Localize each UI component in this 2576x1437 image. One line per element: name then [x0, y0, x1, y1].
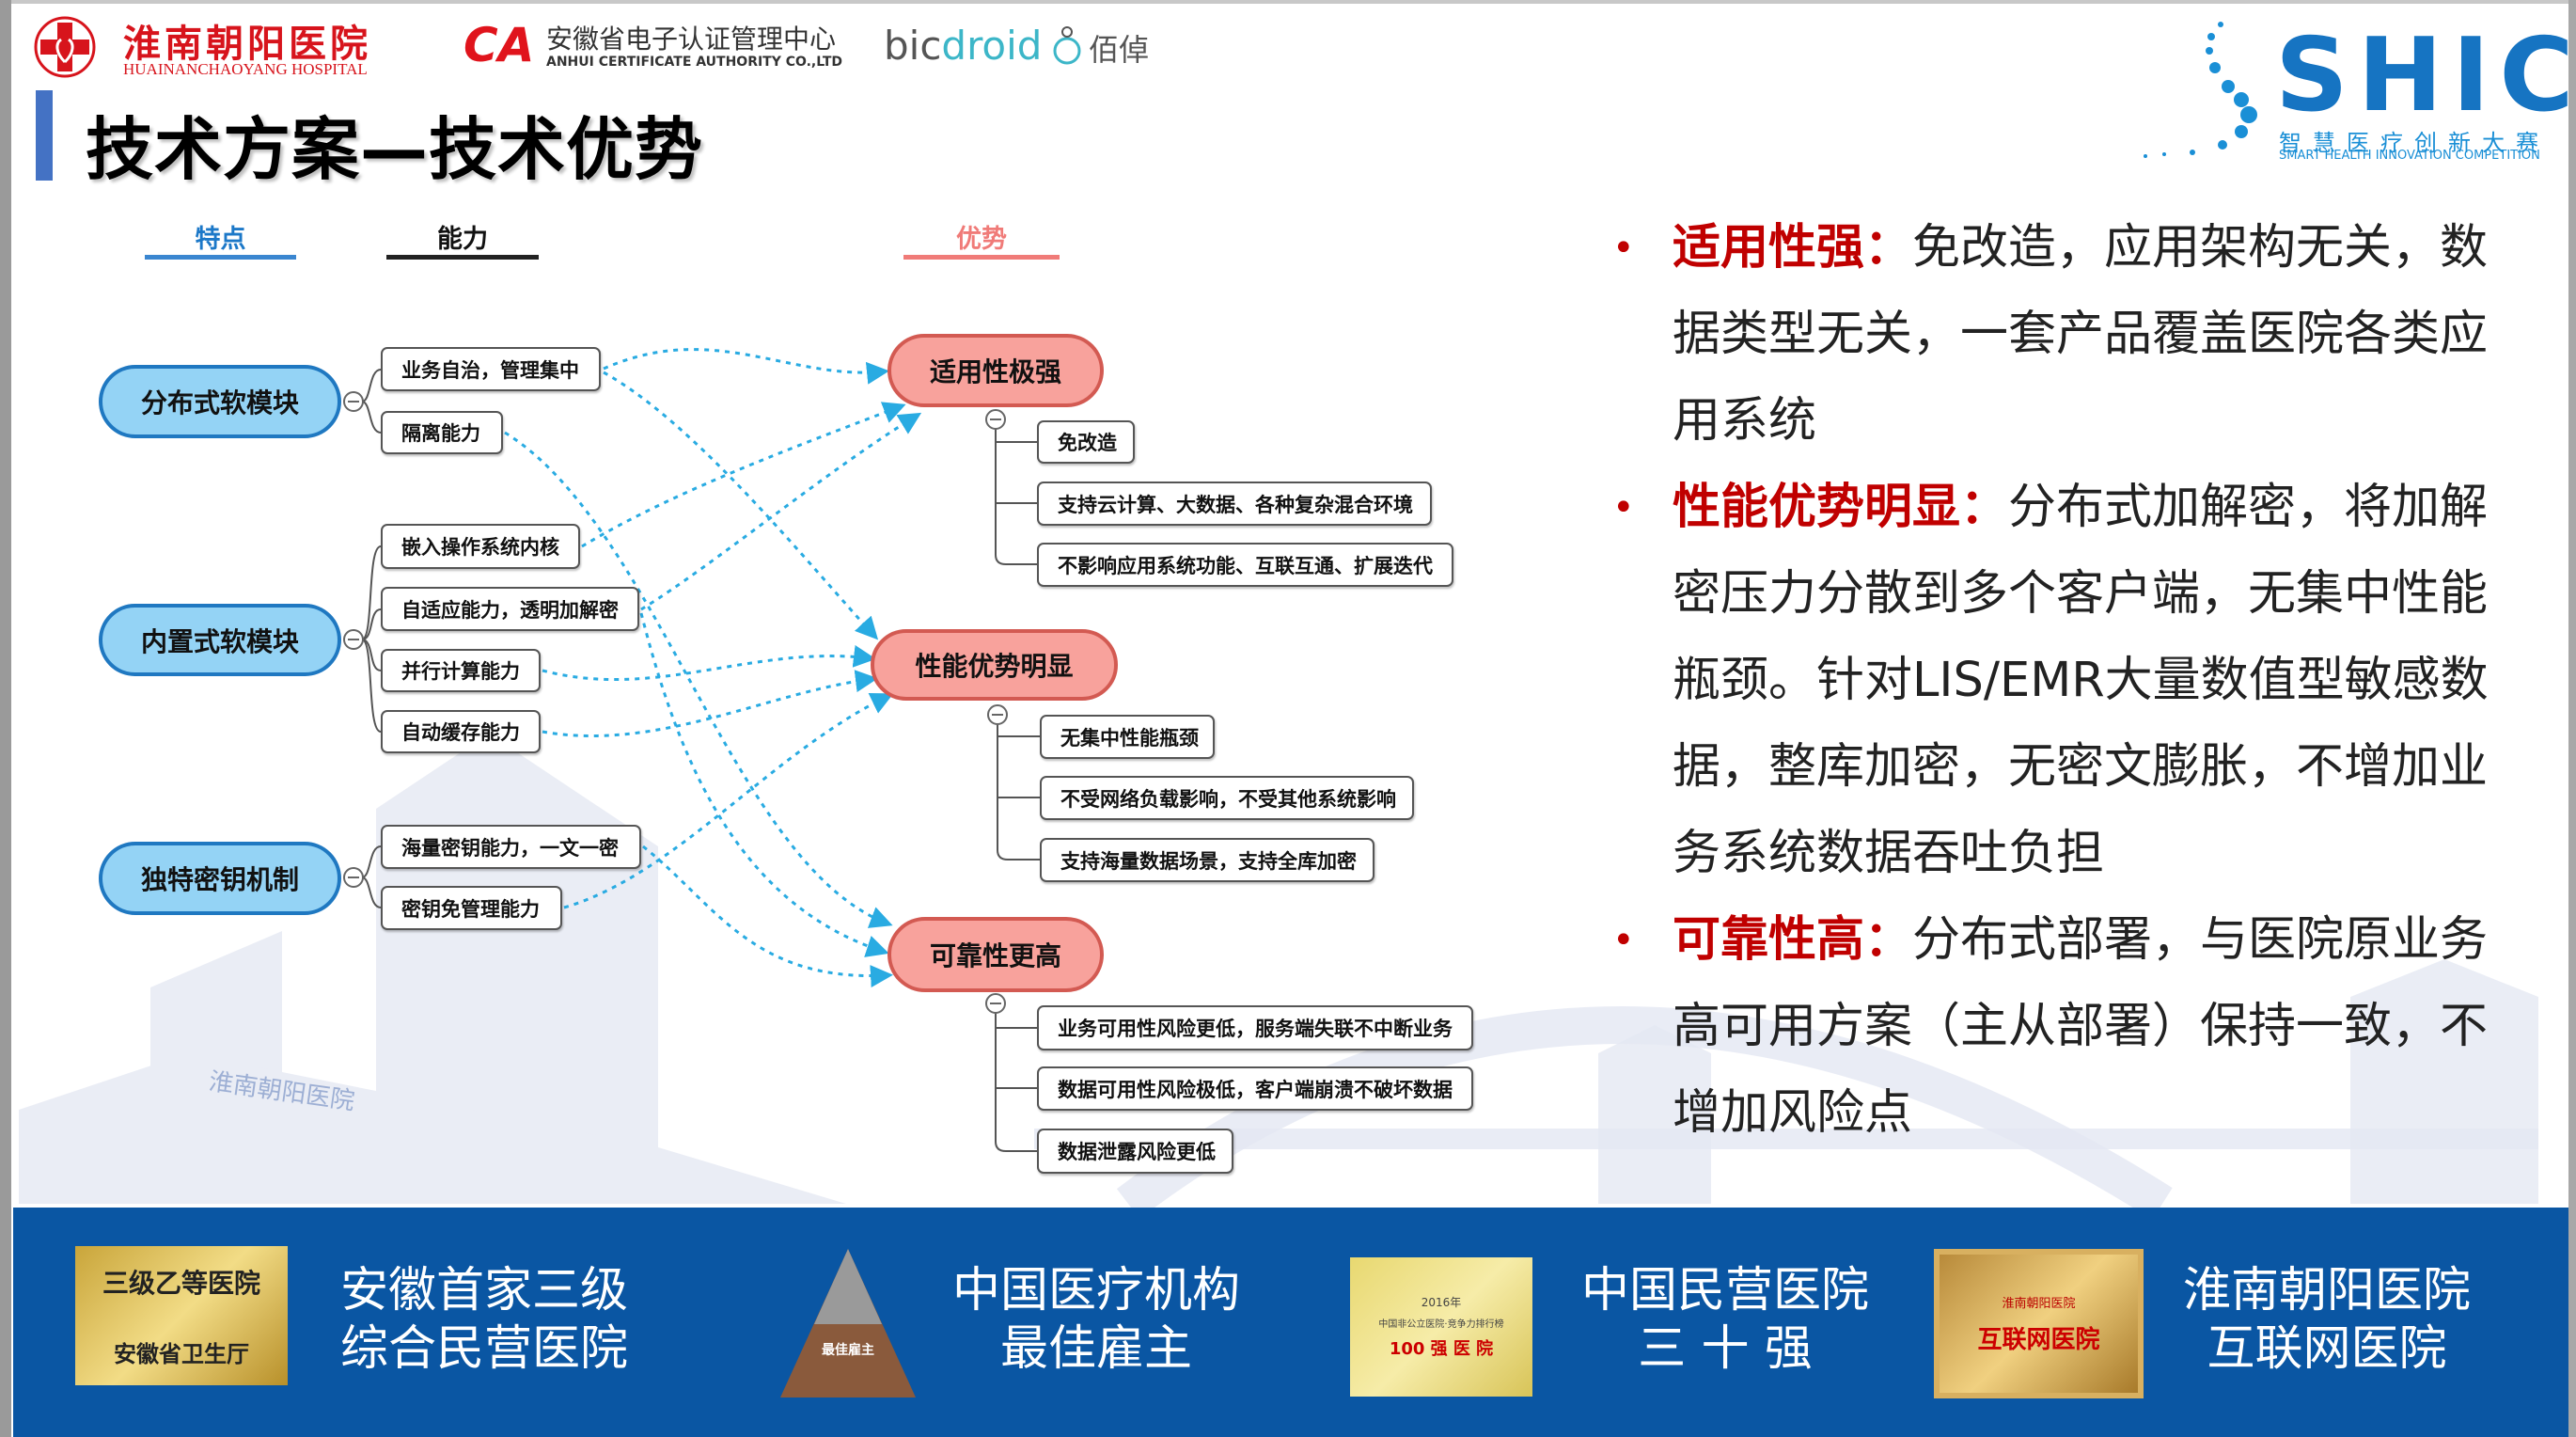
bicdroid-bic: bic — [884, 23, 942, 69]
frame-left — [0, 0, 11, 1437]
award-caption: 淮南朝阳医院互联网医院 — [2158, 1262, 2496, 1379]
ca-logo-cn: 安徽省电子认证管理中心 — [546, 24, 837, 55]
bullet-item: • 性能优势明显：分布式加解密，将加解密压力分散到多个客户端，无集中性能瓶颈。针对… — [1612, 465, 2515, 897]
award-caption: 安徽首家三级综合民营医院 — [315, 1262, 653, 1379]
column-underline-features — [145, 255, 296, 260]
bicdroid-droid: droid — [941, 23, 1043, 69]
hospital-logo-en: HUAINANCHAOYANG HOSPITAL — [123, 60, 368, 78]
dots-helix-icon — [2144, 22, 2257, 158]
bicdroid-logo: bicdroid 佰倬 — [884, 17, 1156, 73]
column-header-capabilities: 能力 — [437, 225, 488, 254]
award-badge-grade: 三级乙等医院 安徽省卫生厅 — [75, 1246, 288, 1385]
frame-right — [2568, 0, 2576, 1437]
shic-logo-en: SMART HEALTH INNOVATION COMPETITION — [2279, 149, 2540, 163]
shic-logo-cn: 智慧医疗创新大赛 — [2279, 130, 2550, 156]
feature-node-key-mechanism[interactable]: 独特密钥机制 — [99, 842, 341, 915]
badge-text: 2016年 — [1421, 1296, 1462, 1309]
advantage-detail[interactable]: 无集中性能瓶颈 — [1040, 715, 1215, 759]
shic-logo-mark: SHIC — [2275, 17, 2576, 134]
advantage-detail[interactable]: 支持云计算、大数据、各种复杂混合环境 — [1037, 482, 1432, 526]
bullet-dot-icon: • — [1612, 227, 1635, 270]
award-line: 综合民营医院 — [339, 1321, 628, 1377]
bullet-text: 免改造，应用架构无关，数据类型无关，一套产品覆盖医院各类应用系统 — [1673, 220, 2489, 449]
capability-node[interactable]: 并行计算能力 — [381, 649, 541, 692]
advantage-node-applicability[interactable]: 适用性极强 — [887, 334, 1104, 407]
advantage-detail[interactable]: 支持海量数据场景，支持全库加密 — [1040, 838, 1374, 882]
award-line: 中国医疗机构 — [951, 1263, 1240, 1319]
badge-text: 淮南朝阳医院 — [2002, 1296, 2076, 1311]
capability-node[interactable]: 海量密钥能力，一文一密 — [381, 825, 641, 869]
badge-text: 互联网医院 — [1977, 1325, 2100, 1354]
capability-node[interactable]: 嵌入操作系统内核 — [381, 524, 580, 569]
advantage-node-reliability[interactable]: 可靠性更高 — [887, 917, 1104, 992]
advantage-detail[interactable]: 数据泄露风险更低 — [1037, 1129, 1233, 1174]
feature-node-distributed[interactable]: 分布式软模块 — [99, 365, 341, 438]
capability-node[interactable]: 自动缓存能力 — [381, 710, 541, 753]
capability-node[interactable]: 隔离能力 — [381, 411, 503, 454]
bullet-text: 分布式加解密，将加解密压力分散到多个客户端，无集中性能瓶颈。针对LIS/EMR大… — [1673, 480, 2489, 881]
award-line: 互联网医院 — [2207, 1321, 2447, 1377]
title-accent-bar — [36, 90, 53, 181]
advantage-detail[interactable]: 数据可用性风险极低，客户端崩溃不破坏数据 — [1037, 1066, 1473, 1111]
bullet-heading: 适用性强： — [1673, 220, 1913, 276]
capability-node[interactable]: 业务自治，管理集中 — [381, 347, 601, 391]
award-certificate-100: 2016年 中国非公立医院·竞争力排行榜 100 强 医 院 — [1350, 1257, 1532, 1397]
globe-icon — [1053, 26, 1081, 65]
column-underline-capabilities — [386, 255, 539, 260]
ca-logo-en: ANHUI CERTIFICATE AUTHORITY CO.,LTD — [546, 55, 843, 70]
page-title: 技术方案—技术优势 — [86, 110, 704, 189]
badge-text: 中国非公立医院·竞争力排行榜 — [1378, 1319, 1504, 1330]
award-caption: 中国民营医院三 十 强 — [1556, 1262, 1894, 1379]
award-line: 三 十 强 — [1638, 1321, 1813, 1377]
award-line: 安徽首家三级 — [339, 1263, 628, 1319]
frame-top — [0, 0, 2576, 4]
ca-logo-mark: CA — [463, 18, 535, 72]
award-line: 淮南朝阳医院 — [2182, 1263, 2471, 1319]
badge-text: 三级乙等医院 — [102, 1268, 260, 1300]
award-trophy-pyramid — [780, 1249, 916, 1398]
bullet-item: • 可靠性高：分布式部署，与医院原业务高可用方案（主从部署）保持一致，不增加风险点 — [1612, 897, 2515, 1157]
advantage-node-performance[interactable]: 性能优势明显 — [871, 629, 1118, 701]
hospital-logo: 淮南朝阳医院 HUAINANCHAOYANG HOSPITAL — [33, 15, 418, 79]
hospital-cross-icon — [34, 16, 96, 78]
bicdroid-logo-cn: 佰倬 — [1089, 32, 1150, 68]
bullet-text: 分布式部署，与医院原业务高可用方案（主从部署）保持一致，不增加风险点 — [1673, 912, 2489, 1141]
advantage-detail[interactable]: 免改造 — [1037, 420, 1135, 464]
bullet-heading: 可靠性高： — [1673, 912, 1913, 968]
bullet-dot-icon: • — [1612, 486, 1635, 529]
award-line: 中国民营医院 — [1580, 1263, 1869, 1319]
capability-node[interactable]: 自适应能力，透明加解密 — [381, 587, 639, 631]
bicdroid-logo-text: bicdroid — [884, 23, 1042, 69]
badge-text: 最佳雇主 — [822, 1343, 874, 1358]
ca-logo: CA 安徽省电子认证管理中心 ANHUI CERTIFICATE AUTHORI… — [463, 18, 843, 75]
badge-text: 100 强 医 院 — [1389, 1339, 1494, 1359]
advantage-detail[interactable]: 不受网络负载影响，不受其他系统影响 — [1040, 776, 1414, 820]
advantage-detail[interactable]: 业务可用性风险更低，服务端失联不中断业务 — [1037, 1005, 1473, 1050]
bullet-dot-icon: • — [1612, 919, 1635, 962]
badge-text: 安徽省卫生厅 — [114, 1339, 249, 1367]
feature-node-embedded[interactable]: 内置式软模块 — [99, 604, 341, 676]
hospital-logo-cn: 淮南朝阳医院 — [123, 23, 371, 66]
advantage-detail[interactable]: 不影响应用系统功能、互联互通、扩展迭代 — [1037, 543, 1453, 587]
award-plaque-internet: 淮南朝阳医院 互联网医院 — [1934, 1249, 2144, 1398]
advantage-bullet-list: • 适用性强：免改造，应用架构无关，数据类型无关，一套产品覆盖医院各类应用系统 •… — [1612, 205, 2515, 1157]
award-caption: 中国医疗机构最佳雇主 — [927, 1262, 1265, 1379]
column-header-advantages: 优势 — [956, 225, 1007, 254]
shic-logo: SHIC 智慧医疗创新大赛 SMART HEALTH INNOVATION CO… — [2136, 13, 2574, 164]
award-line: 最佳雇主 — [999, 1321, 1192, 1377]
bullet-item: • 适用性强：免改造，应用架构无关，数据类型无关，一套产品覆盖医院各类应用系统 — [1612, 205, 2515, 465]
column-underline-advantages — [903, 255, 1060, 260]
bullet-heading: 性能优势明显： — [1673, 480, 2009, 535]
column-header-features: 特点 — [195, 225, 246, 254]
capability-node[interactable]: 密钥免管理能力 — [381, 886, 562, 930]
